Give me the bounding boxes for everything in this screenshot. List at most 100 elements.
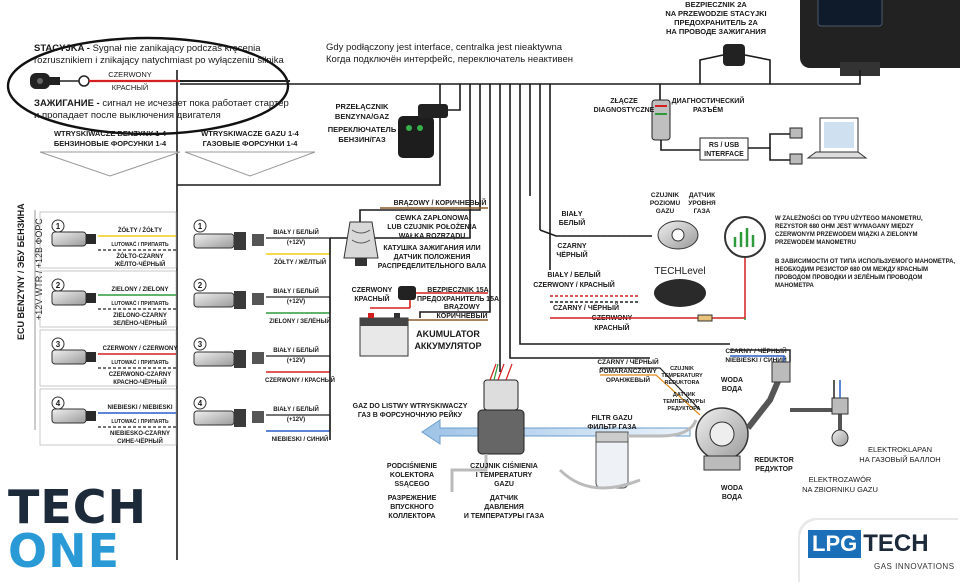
injector-number: 4 [56, 399, 61, 408]
svg-text:TEMPERATURY: TEMPERATURY [661, 373, 703, 379]
petrol-wire2-label: CZERWONO-CZARNY [109, 372, 172, 378]
gas-wire-color-label: ŻÓŁTY / ЖЁЛТЫЙ [274, 258, 326, 266]
solder-label: LUTOWAĆ / ПРИПАЯТЬ [111, 417, 169, 425]
svg-text:ELEKTROZAWÓR: ELEKTROZAWÓR [809, 475, 872, 484]
petrol-wire-label: ŻÓŁTY / ŻÓŁTY [118, 226, 162, 234]
fuse-2a: BEZPIECZNIK 2A NA PRZEWODZIE STACYJKI ПР… [665, 0, 771, 84]
svg-text:NA ZBIORNIKU GAZU: NA ZBIORNIKU GAZU [802, 485, 878, 494]
gas-injector-number-badge [193, 219, 207, 233]
petrol-wire2-label: ZIELONO-CZARNY [113, 313, 167, 319]
techlevel-label: TECHLevel [654, 266, 705, 277]
petrol-injectors-header: WTRYSKIWACZE BENZYNY 1-4 БЕНЗИНОВЫЕ ФОРС… [39, 129, 181, 177]
svg-text:НА ГАЗОВЫЙ БАЛЛОН: НА ГАЗОВЫЙ БАЛЛОН [859, 455, 940, 464]
svg-text:BEZPIECZNIK 2A: BEZPIECZNIK 2A [685, 0, 747, 9]
svg-text:УРОВНЯ: УРОВНЯ [688, 200, 716, 207]
petrol-injector [51, 349, 87, 365]
svg-text:I TEMPERATURY: I TEMPERATURY [476, 472, 533, 479]
svg-text:ДАТЧИК: ДАТЧИК [673, 392, 696, 398]
svg-text:БЕНЗИНОВЫЕ ФОРСУНКИ 1-4: БЕНЗИНОВЫЕ ФОРСУНКИ 1-4 [54, 139, 167, 148]
svg-text:CZARNY / ЧЁРНЫЙ: CZARNY / ЧЁРНЫЙ [597, 357, 659, 366]
petrol-wire2-label-ru: СИНЕ-ЧЁРНЫЙ [117, 437, 163, 445]
gas-injectors-header: WTRYSKIWACZE GAZU 1-4 ГАЗОВЫЕ ФОРСУНКИ 1… [184, 129, 316, 177]
petrol-wire2-label-ru: ЗЕЛЁНО-ЧЁРНЫЙ [113, 319, 167, 327]
svg-text:НЕОБХОДИМ РЕЗИСТОР 680 ОМ МЕЖД: НЕОБХОДИМ РЕЗИСТОР 680 ОМ МЕЖДУ КРАСНЫМ [775, 267, 928, 273]
ignition-area: CZERWONY КРАСНЫЙ [6, 36, 290, 136]
svg-text:ELEKTROKLAPAN: ELEKTROKLAPAN [868, 445, 932, 454]
svg-text:ФИЛЬТР ГАЗА: ФИЛЬТР ГАЗА [587, 424, 636, 431]
tech-one-logo: TECH ONE [8, 480, 148, 578]
zaj-text-2: и пропадает после выключения двигателя [34, 110, 221, 121]
svg-text:ДАВЛЕНИЯ: ДАВЛЕНИЯ [484, 504, 524, 511]
injector-number: 1 [56, 222, 61, 231]
svg-text:РЕДУКТОР: РЕДУКТОР [755, 466, 793, 473]
svg-text:ОРАНЖЕВЫЙ: ОРАНЖЕВЫЙ [606, 375, 650, 384]
svg-text:CZERWONY: CZERWONY [352, 287, 393, 294]
petrol-injector-rows: 1 ŻÓŁTY / ŻÓŁTY LUTOWAĆ / ПРИПАЯТЬ ŻÓŁTO-CZ… [39, 211, 177, 446]
fuel-switch: PRZEŁĄCZNIK BENZYNA/GAZ ПЕРЕКЛЮЧАТЕЛЬ БЕ… [328, 84, 461, 158]
manometer-note: W ZALEŻNOŚCI OD TYPU UŻYTEGO MANOMETRU, … [775, 215, 955, 289]
svg-text:CZERWONY / КРАСНЫЙ: CZERWONY / КРАСНЫЙ [533, 280, 615, 289]
svg-text:BIAŁY: BIAŁY [562, 211, 583, 218]
petrol-wire2-label-ru: КРАСНО-ЧЁРНЫЙ [113, 378, 166, 386]
svg-text:CZUJNIK CIŚNIENIA: CZUJNIK CIŚNIENIA [470, 461, 538, 470]
ecu-petrol-label: ECU BENZYNY / ЭБУ БЕНЗИНА [16, 203, 26, 340]
svg-text:INTERFACE: INTERFACE [704, 151, 744, 158]
svg-text:CEWKA ZAPŁONOWA: CEWKA ZAPŁONOWA [395, 215, 469, 222]
svg-text:ПРОВОДОМ ПРОВОДКИ И ЗЕЛЁНЫМ ПР: ПРОВОДОМ ПРОВОДКИ И ЗЕЛЁНЫМ ПРОВОДОМ [775, 274, 922, 281]
svg-text:ВОДА: ВОДА [722, 494, 742, 501]
gas-injector [193, 351, 235, 367]
injector-number: 2 [56, 281, 61, 290]
petrol-wire-label: NIEBIESKI / NIEBIESKI [107, 405, 172, 411]
svg-text:PRZEWODEM MANOMETRU: PRZEWODEM MANOMETRU [775, 240, 856, 246]
ecu-unit [800, 0, 960, 76]
gas-wire-color-label: ZIELONY / ЗЕЛЁНЫЙ [269, 317, 330, 325]
gas-voltage-label: (+12V) [287, 358, 305, 364]
solder-label: LUTOWAĆ / ПРИПАЯТЬ [111, 358, 169, 366]
gas-injector-number: 4 [198, 399, 203, 408]
svg-text:WTRYSKIWACZE BENZYNY 1-4: WTRYSKIWACZE BENZYNY 1-4 [54, 129, 167, 138]
svg-text:ДАТЧИК: ДАТЧИК [490, 495, 519, 502]
gas-line: GAZ DO LISTWY WTRYSKIWACZY ГАЗ В ФОРСУНО… [353, 363, 698, 520]
svg-text:LUB CZUJNIK POŁOŻENIA: LUB CZUJNIK POŁOŻENIA [387, 223, 476, 231]
gas-wire-label: BIAŁY / БЕЛЫЙ [273, 228, 319, 236]
svg-text:DIAGNOSTYCZNE: DIAGNOSTYCZNE [594, 107, 655, 114]
svg-text:PODCIŚNIENIE: PODCIŚNIENIE [387, 461, 438, 470]
svg-text:РЕДУКТОРА: РЕДУКТОРА [668, 406, 701, 412]
svg-text:ZŁĄCZE: ZŁĄCZE [610, 98, 638, 105]
svg-text:ВОДА: ВОДА [722, 386, 742, 393]
svg-text:CZARNY / ЧЁРНЫЙ: CZARNY / ЧЁРНЫЙ [553, 303, 619, 312]
svg-text:БЕНЗИН/ГАЗ: БЕНЗИН/ГАЗ [338, 135, 386, 144]
svg-text:GAZU: GAZU [494, 481, 514, 488]
ignition-wire-pl: CZERWONY [108, 70, 152, 79]
svg-text:CZARNY: CZARNY [557, 243, 586, 250]
gas-injector [193, 292, 235, 308]
svg-text:ГАЗА: ГАЗА [694, 208, 711, 215]
petrol-injector [51, 231, 87, 247]
gas-injector-number: 2 [198, 281, 203, 290]
main-harness [180, 70, 861, 85]
petrol-injector [51, 290, 87, 306]
svg-text:STACYJKA - Sygnał nie zanikają: STACYJKA - Sygnał nie zanikający podczas… [34, 43, 261, 54]
gas-injector [193, 233, 235, 249]
svg-text:ЧЁРНЫЙ: ЧЁРНЫЙ [556, 250, 587, 259]
svg-text:NIEBIESKI / СИНИЙ: NIEBIESKI / СИНИЙ [725, 355, 787, 364]
svg-text:WODA: WODA [721, 485, 743, 492]
svg-text:МАНОМЕТРА: МАНОМЕТРА [775, 283, 814, 289]
svg-text:KOLEKTORA: KOLEKTORA [390, 472, 434, 479]
gas-voltage-label: (+12V) [287, 299, 305, 305]
laptop [806, 117, 868, 159]
petrol-wire2-label: ŻÓŁTO-CZARNY [116, 252, 163, 260]
gas-wire-color-label: NIEBIESKI / СИНИЙ [272, 435, 329, 443]
gas-injector-number-badge [193, 337, 207, 351]
svg-text:SSĄCEGO: SSĄCEGO [394, 481, 430, 488]
ignition-wire-ru: КРАСНЫЙ [112, 83, 149, 92]
petrol-wire-label: ZIELONY / ZIELONY [112, 287, 169, 293]
svg-text:ДАТЧИК ПОЛОЖЕНИЯ: ДАТЧИК ПОЛОЖЕНИЯ [394, 254, 471, 261]
gas-wire-label: BIAŁY / БЕЛЫЙ [273, 405, 319, 413]
svg-text:И ТЕМПЕРАТУРЫ ГАЗА: И ТЕМПЕРАТУРЫ ГАЗА [464, 513, 544, 520]
